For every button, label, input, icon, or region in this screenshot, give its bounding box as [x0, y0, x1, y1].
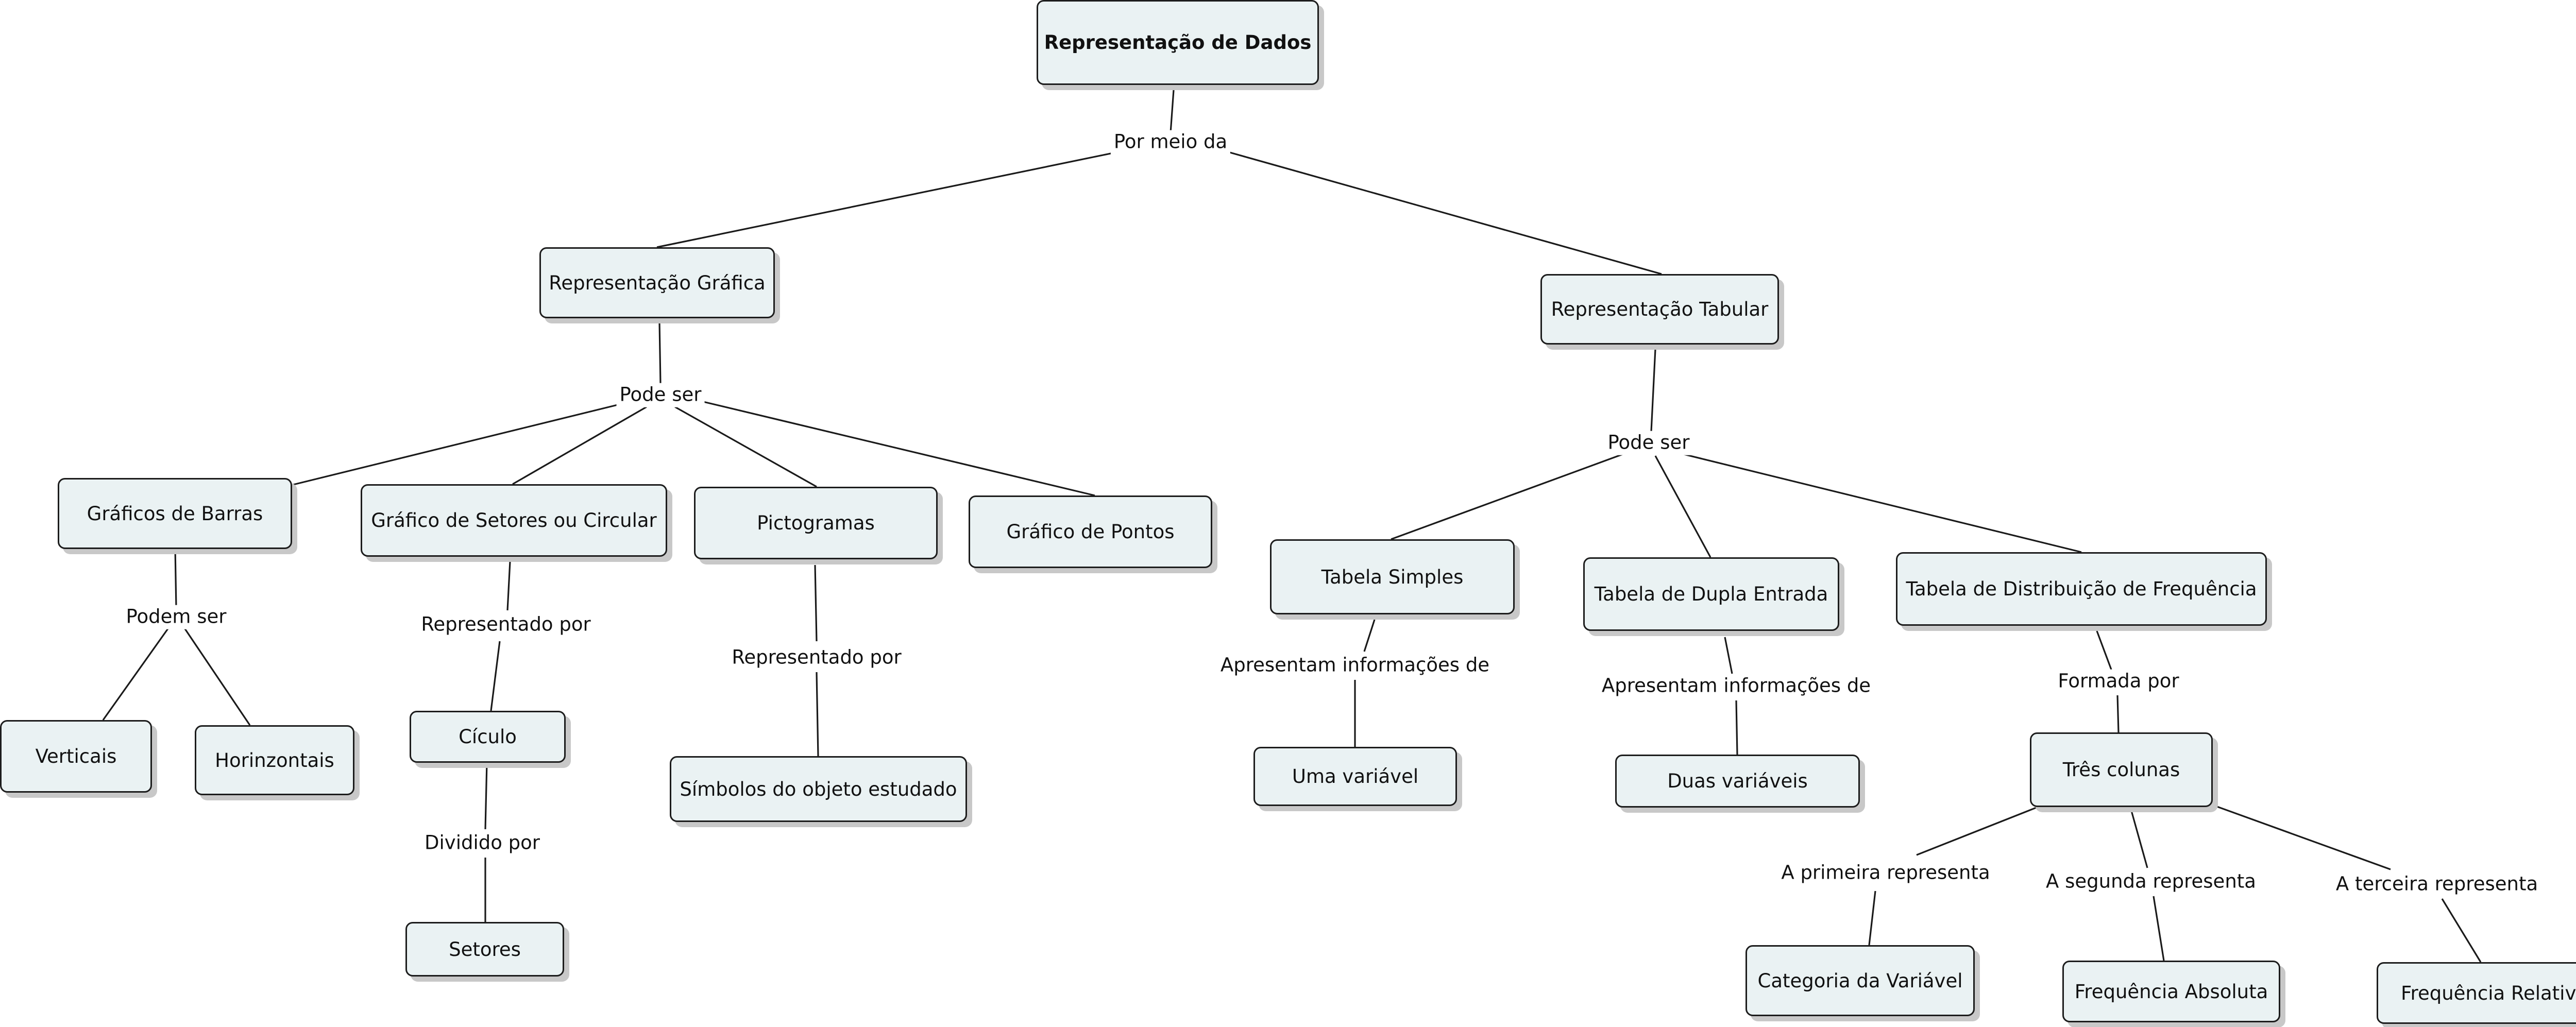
connector-line: [1391, 452, 1626, 540]
connector-line: [703, 401, 1095, 497]
connector-line: [1170, 90, 1175, 133]
node-representacao-tabular[interactable]: Representação Tabular: [1540, 274, 1779, 345]
node-pictogramas[interactable]: Pictogramas: [694, 487, 938, 559]
node-ciculo[interactable]: Cículo: [410, 711, 566, 763]
node-tres-colunas[interactable]: Três colunas: [2030, 732, 2213, 807]
node-tabela-simples[interactable]: Tabela Simples: [1270, 539, 1515, 614]
connector-line: [1650, 349, 1656, 432]
link-label-segunda: A segunda representa: [2043, 869, 2259, 894]
connector-line: [490, 641, 501, 711]
link-label-terceira: A terceira representa: [2332, 872, 2541, 897]
link-label-apresentam-duas: Apresentam informações de: [1598, 674, 1874, 698]
connector-line: [1868, 891, 1876, 946]
connector-line: [658, 321, 662, 384]
connector-line: [2153, 896, 2165, 961]
node-duas-variaveis[interactable]: Duas variáveis: [1615, 755, 1860, 808]
node-grafico-setores-circular[interactable]: Gráfico de Setores ou Circular: [361, 484, 667, 557]
link-label-representado-por-picto: Representado por: [728, 645, 905, 670]
connector-line: [674, 406, 817, 488]
link-label-dividido-por: Dividido por: [421, 831, 543, 855]
node-root[interactable]: Representação de Dados: [1037, 0, 1319, 85]
node-graficos-de-barras[interactable]: Gráficos de Barras: [58, 478, 292, 549]
link-label-por-meio-da: Por meio da: [1110, 130, 1231, 155]
connector-line: [506, 561, 511, 611]
node-simbolos-objeto-estudado[interactable]: Símbolos do objeto estudado: [670, 756, 967, 822]
node-frequencia-relativa[interactable]: Frequência Relativa: [2377, 962, 2576, 1024]
connector-line: [182, 625, 251, 726]
connector-line: [2441, 898, 2482, 963]
link-label-podem-ser: Podem ser: [123, 605, 230, 629]
node-tabela-dupla-entrada[interactable]: Tabela de Dupla Entrada: [1583, 557, 1839, 631]
connector-line: [174, 547, 177, 608]
connector-line: [1654, 455, 1711, 558]
connector-line: [656, 150, 1121, 248]
node-grafico-de-pontos[interactable]: Gráfico de Pontos: [969, 495, 1212, 568]
node-representacao-grafica[interactable]: Representação Gráfica: [539, 247, 775, 318]
connector-line: [1724, 637, 1733, 674]
connector-line: [102, 625, 171, 721]
connector-line: [484, 762, 488, 830]
link-label-pode-ser-tabular: Pode ser: [1604, 431, 1693, 455]
node-verticais[interactable]: Verticais: [0, 720, 152, 793]
connector-line: [2116, 695, 2120, 733]
node-horizontais[interactable]: Horinzontais: [195, 725, 354, 795]
connector-line: [291, 402, 626, 486]
connector-line: [512, 406, 647, 485]
node-uma-variavel[interactable]: Uma variável: [1253, 747, 1457, 806]
connector-line: [1735, 700, 1738, 755]
connector-line: [2129, 807, 2148, 868]
link-label-pode-ser-grafica: Pode ser: [616, 383, 705, 407]
connector-line: [2211, 803, 2391, 870]
connector-line: [1679, 452, 2082, 553]
node-frequencia-absoluta[interactable]: Frequência Absoluta: [2062, 961, 2280, 1022]
connector-line: [1363, 619, 1376, 652]
connector-line: [2096, 630, 2112, 670]
link-label-apresentam-uma: Apresentam informações de: [1217, 653, 1493, 678]
link-label-primeira: A primeira representa: [1778, 861, 1993, 885]
node-categoria-da-variavel[interactable]: Categoria da Variável: [1745, 945, 1975, 1016]
node-tabela-distribuicao-frequencia[interactable]: Tabela de Distribuição de Frequência: [1896, 552, 2267, 626]
connector-line: [1916, 806, 2038, 856]
connector-line: [816, 672, 819, 757]
node-setores[interactable]: Setores: [405, 922, 564, 977]
connector-line: [814, 564, 818, 642]
link-label-representado-por-setores: Representado por: [418, 612, 594, 637]
connector-line: [1226, 150, 1662, 275]
link-label-formada-por: Formada por: [2055, 669, 2182, 694]
